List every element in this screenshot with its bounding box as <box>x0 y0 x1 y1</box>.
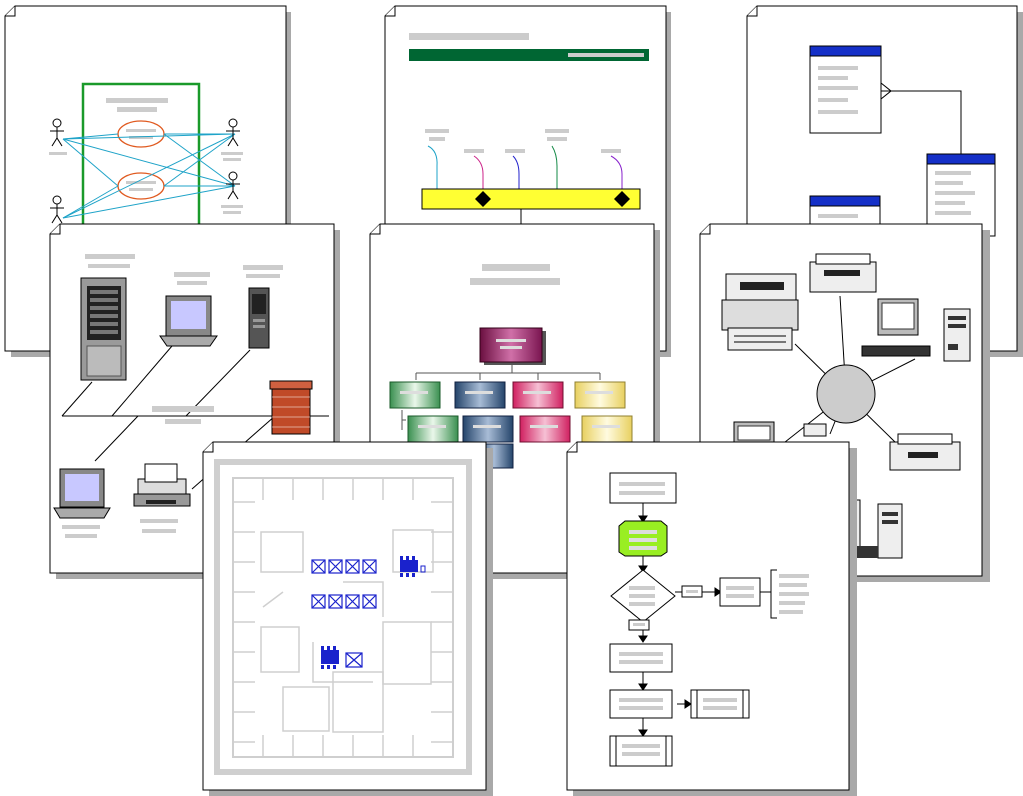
desktop-computer-icon <box>53 468 111 519</box>
use-case-ellipse-2 <box>117 172 165 200</box>
org-box-icon <box>581 415 633 443</box>
org-box-icon <box>454 381 506 409</box>
server-tower-icon <box>943 308 971 362</box>
entity-table-icon <box>809 45 882 134</box>
process-box <box>609 472 677 504</box>
milestone-diamond-icon <box>614 191 630 207</box>
printer-icon <box>889 433 961 471</box>
floor-plan-walls <box>214 459 472 775</box>
desktop-computer-icon <box>861 298 931 357</box>
hub-circle-icon <box>816 364 876 424</box>
actor-stick-figure-icon <box>50 118 64 147</box>
org-connectors <box>401 363 601 430</box>
org-box-icon <box>519 415 571 443</box>
milestone-diamond-icon <box>475 191 491 207</box>
subprocess-box <box>609 735 673 767</box>
printer-icon <box>809 253 877 293</box>
process-box <box>609 689 673 719</box>
floor-plan-page <box>202 441 493 796</box>
printer-icon <box>133 463 191 507</box>
flow-arrows <box>638 503 722 737</box>
printer-icon <box>721 273 799 351</box>
server-tower-icon <box>248 287 270 349</box>
timeline-bar <box>421 188 641 210</box>
desktop-computer-icon <box>159 295 218 347</box>
org-box-icon <box>407 415 459 443</box>
association-lines <box>62 133 236 219</box>
entity-table-icon <box>926 153 996 237</box>
server-tower-icon <box>80 277 127 381</box>
actor-stick-figure-icon <box>226 118 240 147</box>
timeline-header-bar <box>409 49 649 61</box>
flowchart-page <box>566 441 857 796</box>
org-box-icon <box>574 381 626 409</box>
subprocess-box <box>690 689 750 719</box>
desktop-computer-icon <box>733 421 775 443</box>
org-box-icon <box>512 381 564 409</box>
annotation-bracket <box>760 569 809 619</box>
actor-stick-figure-icon <box>50 195 64 224</box>
relationship-line <box>880 82 962 154</box>
conference-table-icon <box>321 646 339 669</box>
desk-cluster-icon <box>311 559 377 668</box>
process-box <box>609 643 673 673</box>
process-box <box>719 577 761 607</box>
firewall-brick-icon <box>269 380 313 435</box>
use-case-ellipse-1 <box>117 120 165 148</box>
actor-stick-figure-icon <box>226 171 240 200</box>
server-tower-icon <box>877 503 903 559</box>
timeline-markers <box>425 129 623 189</box>
org-box-icon <box>389 381 441 409</box>
org-box-icon <box>462 415 514 443</box>
org-box-root <box>479 327 546 365</box>
conference-table-icon <box>400 556 426 577</box>
preparation-shape <box>618 520 668 557</box>
